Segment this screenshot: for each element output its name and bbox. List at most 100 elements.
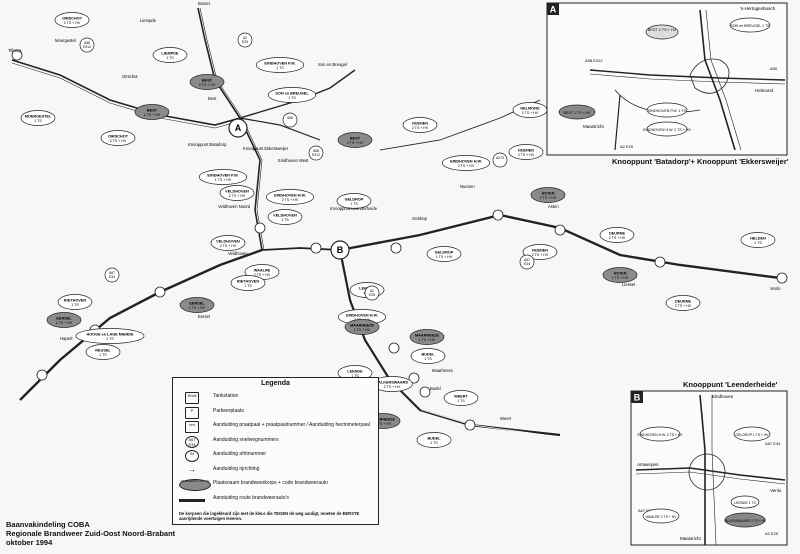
place-maarheeze-l: Maarheeze bbox=[432, 368, 454, 373]
station-name: LIEMPDE bbox=[162, 52, 179, 56]
legend-symbol-2: hm bbox=[185, 421, 199, 433]
station-code: 1 TS bbox=[281, 218, 289, 222]
place-hapert: Hapert bbox=[60, 336, 73, 341]
shield-a270: A270 bbox=[492, 152, 508, 168]
footer-line-3: oktober 1994 bbox=[6, 538, 53, 547]
station-code: 1 TS bbox=[276, 66, 284, 70]
legend-label-6: Plaatsnaam brandweerkorps + code brandwe… bbox=[213, 480, 328, 486]
legend-label-7: Aanduiding route brandweerauto's bbox=[213, 494, 290, 501]
inset-b-shield-a67-w: A67 E34 bbox=[638, 508, 654, 513]
svg-text:EINDHOVEN H.W. 2 TS + HV: EINDHOVEN H.W. 2 TS + HV bbox=[637, 433, 683, 437]
svg-text:A58: A58 bbox=[313, 149, 319, 153]
exit-33-circle bbox=[388, 342, 400, 354]
station-code: 2 TS + HV bbox=[220, 244, 237, 248]
inset-a-letter: A bbox=[550, 5, 557, 15]
station-code: 1 TS bbox=[350, 202, 358, 206]
station-code: 2 TS + HV bbox=[384, 385, 401, 389]
svg-text:A270: A270 bbox=[496, 156, 504, 160]
svg-text:E34: E34 bbox=[524, 262, 530, 266]
legend-label-5: Aanduiding rijrichting bbox=[213, 465, 260, 472]
footer-line-1: Baanvakindeling COBA bbox=[6, 520, 90, 529]
exit-38-circle bbox=[776, 272, 788, 284]
station-name: EINDHOVEN H.W. bbox=[274, 194, 306, 198]
station-code: 2 TS + HV bbox=[282, 198, 299, 202]
station-name: ASTEN bbox=[614, 272, 627, 276]
station-name: EINDHOVEN H.W. bbox=[450, 160, 482, 164]
station-name: NUENEN bbox=[518, 149, 534, 153]
station-name: EERSEL bbox=[189, 302, 205, 306]
exit-28-circle bbox=[11, 49, 23, 61]
svg-text:LEENDE 1 TS: LEENDE 1 TS bbox=[734, 501, 756, 505]
svg-text:E25: E25 bbox=[242, 40, 248, 44]
station-name: GELDROP bbox=[435, 251, 454, 255]
exit-31-circle bbox=[254, 222, 266, 234]
svg-text:GELDROP 1 TS + HV: GELDROP 1 TS + HV bbox=[735, 433, 769, 437]
exit-32-circle bbox=[310, 242, 322, 254]
svg-text:A: A bbox=[235, 123, 242, 133]
svg-text:A2: A2 bbox=[370, 289, 374, 293]
station-code: 2 TS + HV bbox=[347, 141, 364, 145]
station-name: BEST bbox=[147, 109, 158, 113]
inset-a-shield-a58: A58 E312 bbox=[585, 58, 603, 63]
station-name: HELDEN bbox=[750, 237, 766, 241]
svg-text:EINDHOVEN H.W. 2 TS + HV: EINDHOVEN H.W. 2 TS + HV bbox=[643, 128, 691, 132]
svg-text:E312: E312 bbox=[83, 45, 91, 49]
station-name: WAALRE bbox=[254, 269, 271, 273]
place-liessel: Liessel bbox=[622, 282, 635, 287]
place-liempde: Liempde bbox=[140, 18, 157, 23]
svg-text:BEST 2 TS + HV: BEST 2 TS + HV bbox=[648, 28, 677, 32]
inset-b-label-antwerpen: Antwerpen bbox=[637, 462, 659, 467]
station-code: 2 TS + HV bbox=[675, 304, 692, 308]
road-a58-west bbox=[11, 59, 241, 126]
station-code: 2 TS + HV bbox=[609, 236, 626, 240]
station-name: EINDHOVEN H.W. bbox=[346, 314, 378, 318]
station-name: RIETHOVEN bbox=[64, 299, 86, 303]
inset-a-label-helmond: Helmond bbox=[755, 88, 774, 93]
svg-text:A67: A67 bbox=[524, 258, 530, 262]
legend-symbol-1: P bbox=[185, 406, 199, 419]
station-code: 1 TS bbox=[288, 96, 296, 100]
station-name: MOERGESTEL bbox=[25, 115, 52, 119]
place-asten-l: Asten bbox=[548, 204, 559, 209]
station-code: 1 TS bbox=[166, 56, 174, 60]
road-a67-east bbox=[339, 213, 781, 280]
svg-text:A58: A58 bbox=[84, 41, 90, 45]
shield-a50: A50 bbox=[282, 112, 298, 128]
inset-b-label-maastricht: Maastricht bbox=[680, 536, 702, 541]
station-name: VELDHOVEN bbox=[273, 214, 297, 218]
inset-a-title: Knooppunt 'Batadorp'+ Knooppunt 'Ekkersw… bbox=[612, 157, 789, 166]
station-name: NUENEN bbox=[412, 122, 428, 126]
station-name: NUENEN bbox=[532, 249, 548, 253]
legend-title: Legenda bbox=[261, 380, 290, 387]
exit-36b-circle bbox=[464, 419, 476, 431]
svg-text:E34: E34 bbox=[109, 275, 115, 279]
station-name: BEST bbox=[202, 79, 213, 83]
place-eindhoven-w: Eindhoven West bbox=[278, 158, 309, 163]
station-code: 2 TS + HV bbox=[458, 164, 475, 168]
exit-34-circle bbox=[390, 242, 402, 254]
footer-line-2: Regionale Brandweer Zuid-Oost Noord-Brab… bbox=[6, 529, 176, 538]
exit-34b-circle bbox=[408, 372, 420, 384]
station-code: 1 TS bbox=[754, 241, 762, 245]
